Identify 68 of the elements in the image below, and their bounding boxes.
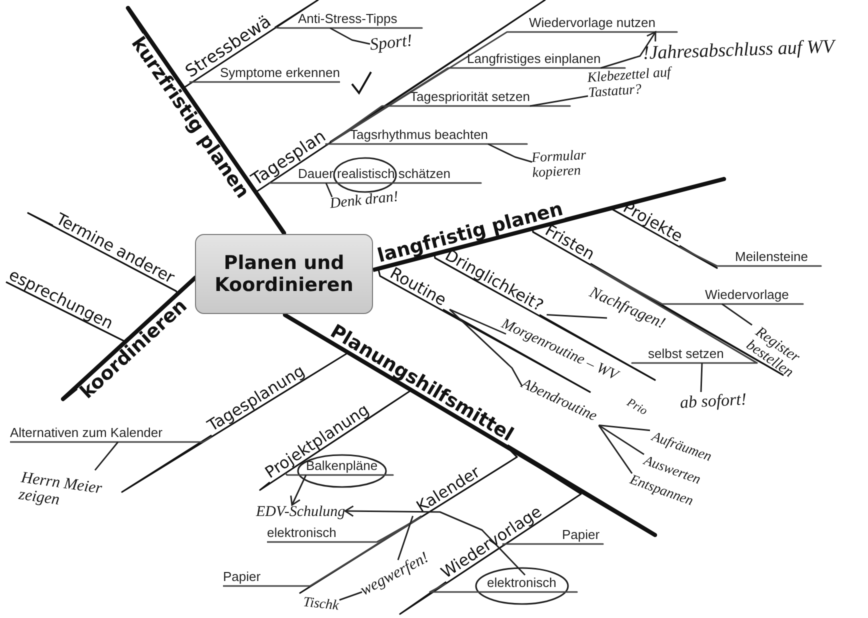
branch-line <box>222 516 422 587</box>
handwritten-note: Prio <box>624 396 650 418</box>
branch-line <box>429 582 578 593</box>
arrow <box>344 505 526 576</box>
sub-branch-label: Wiedervorlage nutzen <box>529 15 656 32</box>
branch-line <box>259 389 412 491</box>
branch-line <box>276 26 423 29</box>
branch-line <box>182 0 319 89</box>
sub-branch-label: Anti-Stress-Tipps <box>298 11 398 28</box>
branch-line <box>282 312 658 538</box>
branch-line <box>268 182 482 184</box>
handwritten-note: Formular kopieren <box>531 148 613 182</box>
handwritten-note: !Jahresabschluss auf WV <box>642 37 835 64</box>
branch-line <box>27 212 179 294</box>
leader-line <box>546 314 608 319</box>
branch-line <box>189 81 341 84</box>
sub-branch-label: selbst setzen <box>648 346 724 363</box>
arrow <box>290 474 307 506</box>
leader-line <box>330 27 370 45</box>
branch-line <box>325 143 528 146</box>
branch-line <box>378 268 591 393</box>
branch-line <box>330 105 571 143</box>
sub-branch-label: Papier <box>223 569 261 586</box>
sub-branch-label: Wiedervorlage <box>705 287 789 304</box>
branch-line <box>284 472 394 476</box>
branch-line <box>590 264 804 305</box>
branch-line <box>590 264 758 364</box>
leader-line <box>339 591 362 601</box>
branch-line <box>254 0 546 193</box>
branch-line <box>121 352 348 493</box>
central-topic-box: Planen und Koordinieren <box>195 234 373 314</box>
leader-line <box>530 95 588 107</box>
handwritten-note: Sport! <box>369 32 414 54</box>
branch-line <box>9 436 212 443</box>
leader-line <box>94 442 119 471</box>
leader-line <box>598 424 650 432</box>
sub-branch-label: Papier <box>562 527 600 544</box>
leader-line <box>598 424 633 474</box>
branch-line <box>370 176 726 272</box>
branch-line <box>126 6 286 236</box>
sub-branch-label: Tagespriorität setzen <box>410 89 530 106</box>
leader-line <box>449 308 506 335</box>
sub-branch-label: Langfristiges einplanen <box>467 51 601 68</box>
leader-line <box>488 143 532 163</box>
handwritten-note: Klebezettel auf Tastatur? <box>586 65 684 102</box>
handwritten-note: Tischk <box>302 596 340 614</box>
sub-branch-label: elektronisch <box>487 575 556 592</box>
sub-branch-label: Tagsrhythmus beachten <box>350 127 488 144</box>
branch-line <box>532 228 784 376</box>
leader-line <box>598 424 644 456</box>
branch-line <box>5 281 126 343</box>
leader-line <box>722 303 752 326</box>
branch-line <box>434 254 656 381</box>
leader-line <box>397 516 414 560</box>
arrow <box>600 31 656 69</box>
leader-line <box>325 182 333 198</box>
branch-line <box>679 246 822 267</box>
handwritten-note: Denk dran! <box>329 190 400 213</box>
branch-line <box>330 67 626 143</box>
leader-line <box>449 308 523 386</box>
handwritten-note: EDV-Schulung <box>256 505 346 521</box>
sub-branch-label: elektronisch <box>267 525 336 542</box>
sub-branch-label: Alternativen zum Kalender <box>10 425 162 442</box>
leader-line <box>700 362 703 392</box>
branch-line <box>502 543 604 546</box>
handwritten-note: Herrn Meier zeigen <box>18 470 104 515</box>
handwritten-note: ab sofort! <box>680 390 747 412</box>
sub-branch-label: Meilensteine <box>735 249 808 266</box>
